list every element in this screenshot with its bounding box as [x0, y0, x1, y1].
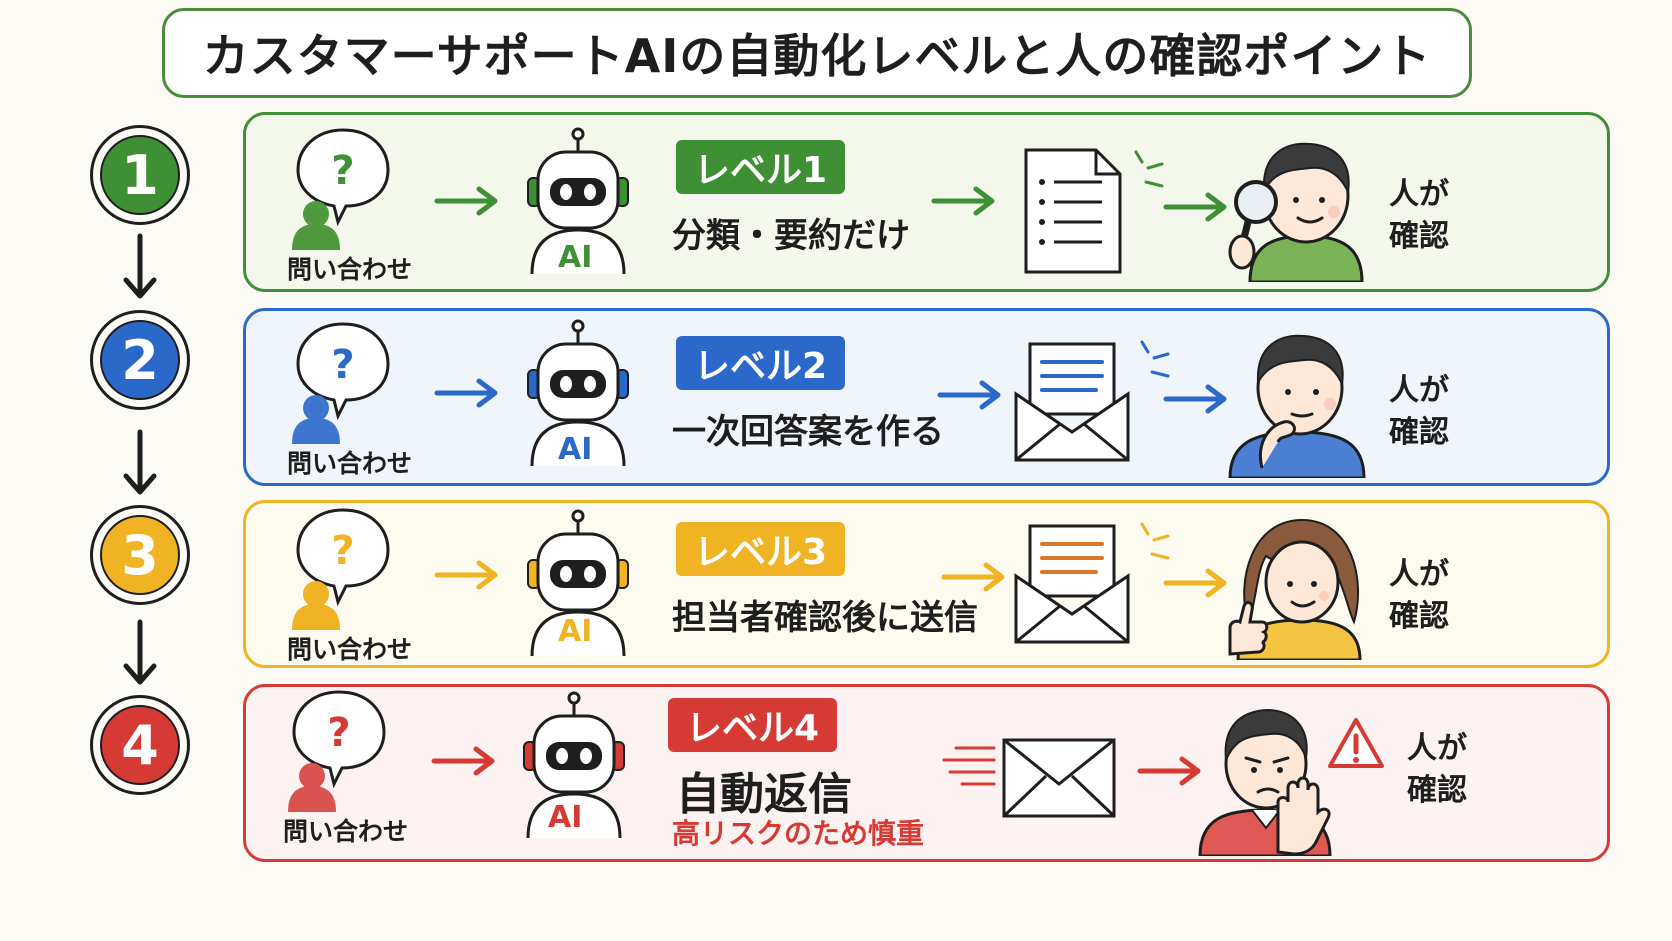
risk-note: 高リスクのため慎重 — [672, 817, 925, 850]
level-description: 分類・要約だけ — [672, 216, 910, 256]
inquiry-label: 問い合わせ — [287, 635, 413, 664]
arrow-right-icon — [1163, 192, 1227, 222]
level-row-4 — [243, 684, 1610, 862]
person-stop-hand-icon — [1198, 708, 1332, 856]
sparkle-lines-icon — [1140, 522, 1170, 560]
arrow-right-icon — [434, 186, 498, 216]
motion-lines-icon — [942, 746, 996, 786]
svg-text:?: ? — [331, 528, 354, 574]
level-number: 1 — [121, 143, 159, 207]
level-row-3 — [243, 500, 1610, 668]
arrow-right-icon — [434, 560, 498, 590]
robot-icon — [527, 319, 629, 467]
robot-icon — [523, 691, 625, 839]
arrow-right-icon — [434, 378, 498, 408]
ai-label: AI — [558, 614, 593, 649]
level-number-circle: 2 — [90, 310, 190, 410]
question-bubble-icon: ? — [288, 690, 386, 812]
ai-label: AI — [558, 432, 593, 467]
level-description: 担当者確認後に送信 — [672, 598, 978, 638]
ai-label: AI — [558, 240, 593, 275]
check-label: 人が 確認 — [1389, 557, 1449, 634]
arrow-right-icon — [931, 186, 995, 216]
envelope-letter-icon — [1014, 524, 1130, 644]
ai-label: AI — [548, 800, 583, 835]
document-icon — [1024, 148, 1122, 274]
svg-text:?: ? — [327, 710, 350, 756]
down-arrow-icon — [123, 233, 157, 299]
level-number: 2 — [121, 328, 159, 392]
check-label: 人が 確認 — [1407, 731, 1467, 808]
svg-text:?: ? — [331, 148, 354, 194]
level-number: 3 — [121, 523, 159, 587]
level-description: 自動返信 — [676, 769, 852, 820]
arrow-right-icon — [941, 562, 1005, 592]
arrow-right-icon — [1163, 384, 1227, 414]
down-arrow-icon — [123, 429, 157, 495]
check-label: 人が 確認 — [1389, 373, 1449, 450]
inquiry-label: 問い合わせ — [283, 817, 409, 846]
envelope-letter-icon — [1014, 342, 1130, 462]
sparkle-lines-icon — [1134, 150, 1164, 188]
level-number-circle: 4 — [90, 695, 190, 795]
question-bubble-icon: ? — [292, 322, 390, 444]
inquiry-label: 問い合わせ — [287, 255, 413, 284]
level-number-circle: 1 — [90, 125, 190, 225]
arrow-right-icon — [937, 380, 1001, 410]
person-magnifier-icon — [1228, 142, 1364, 282]
level-number: 4 — [121, 713, 159, 777]
arrow-right-icon — [1137, 756, 1201, 786]
title-box: カスタマーサポートAIの自動化レベルと人の確認ポイント — [162, 8, 1472, 98]
level-badge: レベル3 — [676, 522, 846, 576]
page-title: カスタマーサポートAIの自動化レベルと人の確認ポイント — [202, 29, 1432, 83]
person-thumbsup-icon — [1228, 518, 1362, 660]
down-arrow-icon — [123, 619, 157, 685]
check-label: 人が 確認 — [1389, 177, 1449, 254]
person-thinking-icon — [1228, 334, 1366, 478]
sparkle-lines-icon — [1140, 340, 1170, 378]
robot-icon — [527, 509, 629, 657]
level-row-2 — [243, 308, 1610, 486]
level-number-circle: 3 — [90, 505, 190, 605]
question-bubble-icon: ? — [292, 128, 390, 250]
robot-icon — [527, 127, 629, 275]
arrow-right-icon — [1163, 568, 1227, 598]
level-badge: レベル4 — [668, 698, 838, 752]
level-description: 一次回答案を作る — [672, 412, 944, 452]
question-bubble-icon: ? — [292, 508, 390, 630]
inquiry-label: 問い合わせ — [287, 449, 413, 478]
level-badge: レベル2 — [676, 336, 846, 390]
arrow-right-icon — [431, 746, 495, 776]
svg-text:?: ? — [331, 342, 354, 388]
warning-icon — [1328, 718, 1384, 768]
envelope-icon — [1002, 738, 1116, 818]
level-badge: レベル1 — [676, 140, 846, 194]
